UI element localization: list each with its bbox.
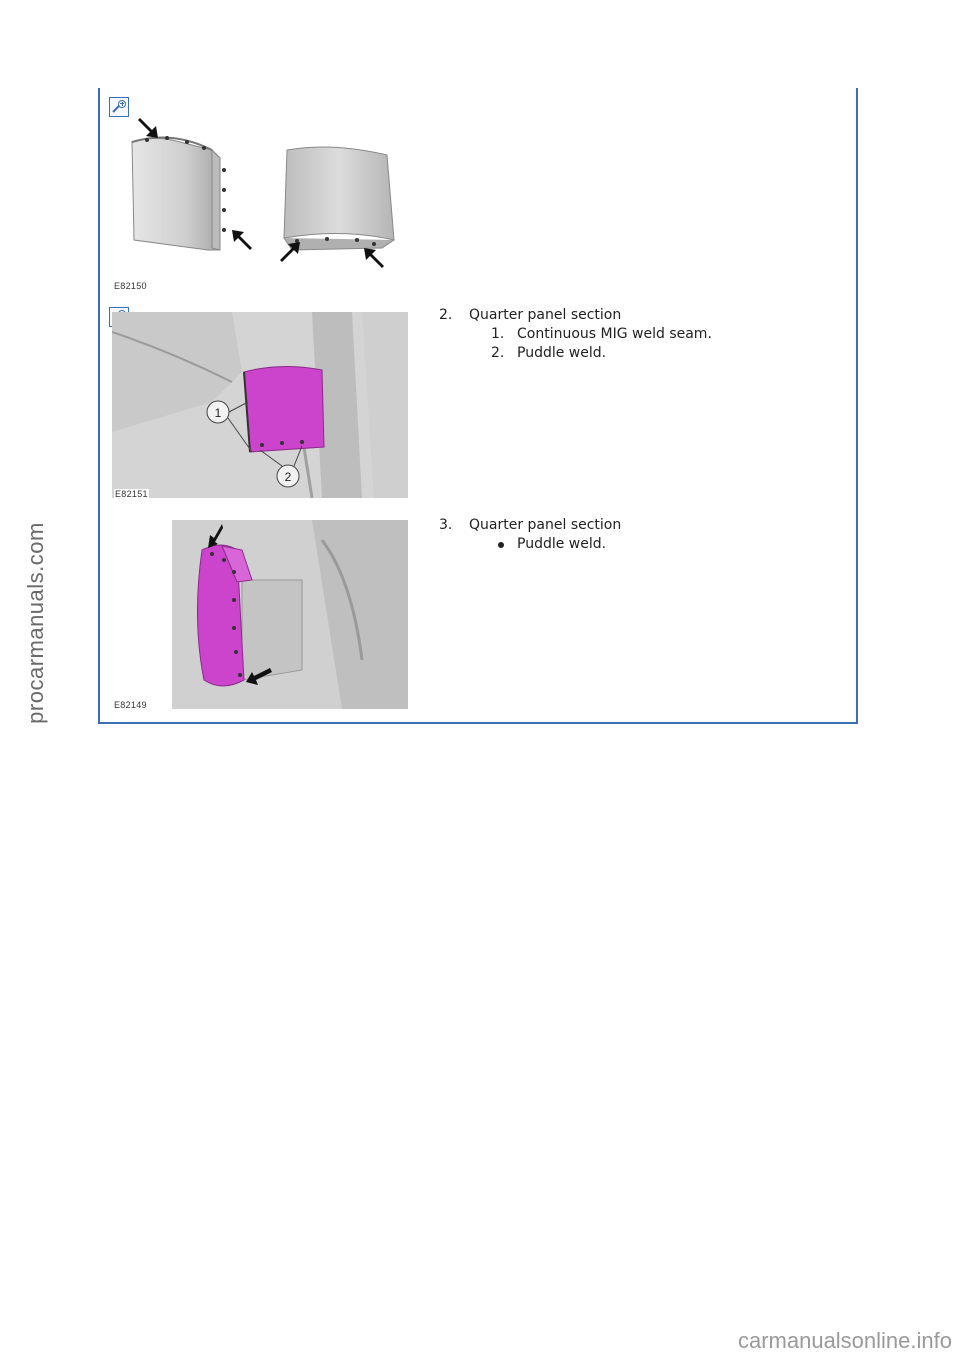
quarter-panel-illustration: 1 2 [112, 312, 408, 498]
side-watermark: procarmanuals.com [23, 522, 48, 724]
step-item-marker: 1. [491, 326, 505, 342]
figure-e82151: 1 2 [112, 312, 408, 498]
callout-2: 2 [285, 470, 292, 484]
weld-arrow [364, 248, 384, 268]
figure-code: E82149 [114, 700, 147, 710]
step-3: 3. Quarter panel section Puddle weld. [439, 516, 839, 566]
step-2: 2. Quarter panel section 1. Continuous M… [439, 306, 839, 376]
step-title: Quarter panel section [469, 307, 622, 323]
weld-arrow [138, 118, 158, 138]
figure-e82149 [112, 520, 408, 709]
bullet-icon [498, 542, 504, 548]
step-number: 3. [439, 517, 453, 533]
panel-illustration [131, 118, 395, 268]
quarter-panel-weld-illustration [112, 520, 408, 709]
procedure-frame [98, 88, 858, 724]
step-item-text: Puddle weld. [517, 536, 607, 552]
step-title: Quarter panel section [469, 517, 622, 533]
bottom-watermark: carmanualsonline.info [737, 1328, 952, 1353]
figure-e82150 [112, 100, 412, 290]
step-item-text: Continuous MIG weld seam. [517, 326, 712, 342]
step-item-marker: 2. [491, 345, 505, 361]
step-number: 2. [439, 307, 453, 323]
figure-code: E82151 [114, 489, 149, 499]
step-item-text: Puddle weld. [517, 345, 607, 361]
callout-1: 1 [215, 406, 222, 420]
weld-arrow [246, 668, 272, 685]
weld-arrow [208, 524, 223, 548]
weld-arrow [232, 230, 252, 250]
figure-code: E82150 [114, 281, 147, 291]
weld-arrow [280, 242, 300, 262]
zoom-in-icon[interactable] [109, 97, 129, 117]
